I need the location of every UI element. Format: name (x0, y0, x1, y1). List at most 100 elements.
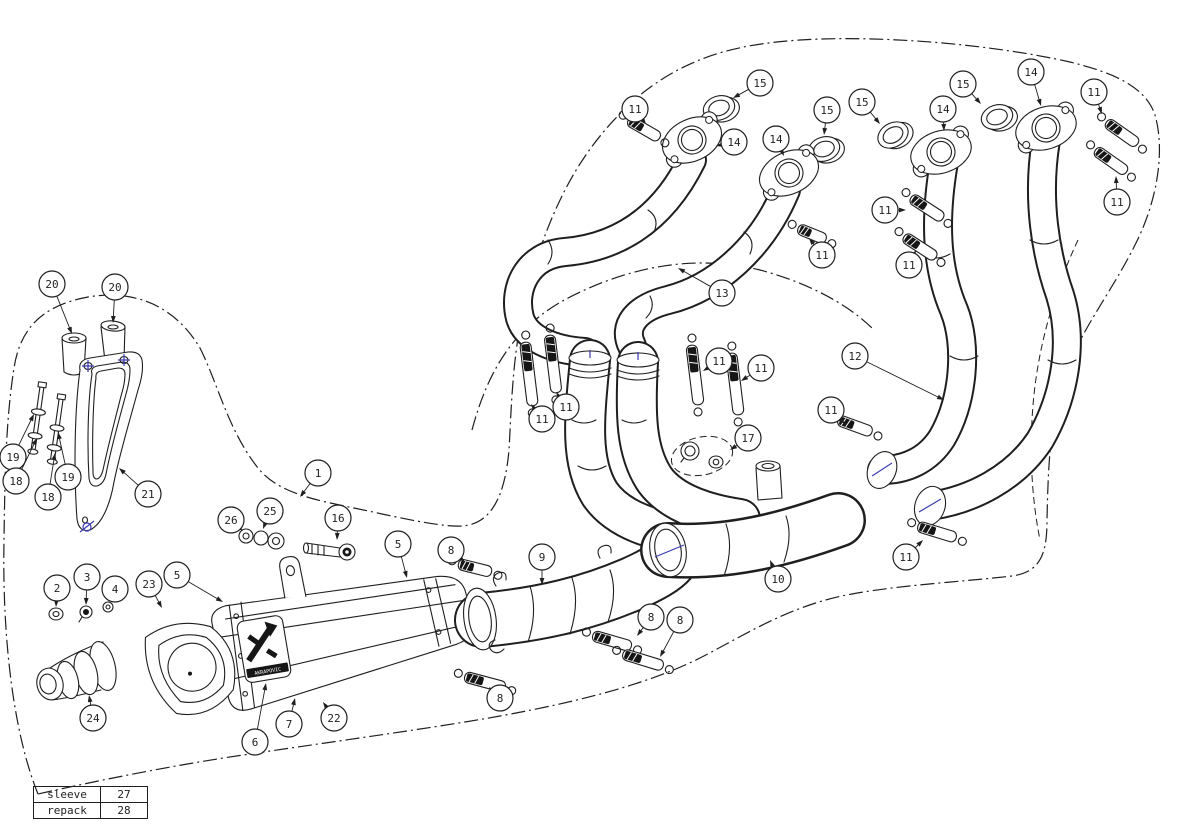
callout-11: 11 (741, 354, 775, 382)
spring (1086, 140, 1136, 182)
callout-25: 25 (256, 497, 284, 529)
callout-number: 18 (41, 491, 54, 504)
spring (787, 219, 837, 249)
callout-number: 10 (771, 573, 784, 586)
callout-5: 5 (163, 561, 223, 602)
callout-15: 15 (848, 88, 880, 124)
mount-bracket (74, 351, 144, 533)
callout-13: 13 (678, 268, 736, 307)
callout-number: 12 (848, 350, 861, 363)
callout-7: 7 (275, 698, 303, 738)
callout-18: 18 (34, 453, 62, 511)
bracket-bolts (27, 381, 67, 465)
callout-number: 8 (448, 544, 455, 557)
o2-sensor-plug (670, 435, 734, 477)
callout-20: 20 (101, 273, 129, 323)
callout-22: 22 (320, 702, 348, 732)
flanges-layer (661, 101, 1077, 201)
callout-number: 25 (263, 505, 276, 518)
spring (907, 518, 967, 546)
callout-11: 11 (1103, 176, 1131, 216)
callout-number: 11 (712, 355, 725, 368)
callout-11: 11 (528, 404, 556, 433)
callout-number: 19 (61, 471, 74, 484)
callout-23: 23 (135, 570, 163, 608)
logo-wordmark: AKRAPOVIC (254, 667, 282, 677)
spring (685, 333, 705, 417)
callout-17: 17 (730, 424, 762, 452)
callout-11: 11 (892, 540, 923, 571)
mid-pipes (564, 339, 761, 557)
callout-number: 20 (108, 281, 121, 294)
parts-table: sleeve 27 repack 28 (33, 786, 148, 819)
centerline-mark (654, 544, 685, 558)
callout-number: 11 (628, 103, 641, 116)
logo-arrow-icon (246, 627, 273, 663)
callout-14: 14 (1017, 58, 1045, 106)
callout-16: 16 (324, 504, 352, 540)
callout-8: 8 (660, 606, 694, 657)
callout-8: 8 (637, 603, 665, 636)
centerline-mark (589, 350, 639, 360)
part-number: 28 (100, 802, 148, 819)
callout-number: 14 (769, 133, 783, 146)
callout-number: 23 (142, 578, 155, 591)
callout-26: 26 (217, 506, 245, 534)
header-pipes-right (866, 125, 1082, 527)
callout-12: 12 (841, 342, 944, 400)
outlet-cone (36, 641, 117, 701)
springs-layer (447, 110, 1147, 696)
callout-number: 14 (936, 103, 950, 116)
spring (1097, 112, 1147, 154)
callout-11: 11 (552, 392, 580, 421)
callout-11: 11 (808, 238, 836, 269)
gasket-ring (877, 121, 914, 150)
callout-1: 1 (300, 459, 332, 497)
callout-5: 5 (384, 530, 412, 578)
callout-number: 7 (286, 718, 293, 731)
callout-number: 4 (112, 583, 119, 596)
callout-number: 19 (6, 451, 19, 464)
muffler-end-cap (144, 622, 236, 716)
inner-dashed-curve (1030, 239, 1079, 541)
callout-6: 6 (241, 683, 269, 756)
spring (901, 188, 953, 228)
callout-number: 11 (754, 362, 767, 375)
callout-11: 11 (703, 347, 733, 375)
callout-number: 5 (395, 538, 402, 551)
callout-number: 14 (1024, 66, 1038, 79)
callout-2: 2 (43, 574, 71, 607)
callout-10: 10 (764, 560, 792, 593)
callout-11: 11 (895, 250, 923, 279)
callout-number: 13 (715, 287, 728, 300)
callout-11: 11 (1080, 78, 1108, 114)
akrapovic-logo-badge: AKRAPOVIC (236, 615, 292, 683)
callout-number: 8 (497, 692, 504, 705)
callout-14: 14 (762, 125, 790, 156)
callout-3: 3 (73, 563, 101, 605)
callout-number: 24 (86, 712, 100, 725)
spring (612, 645, 674, 675)
header-group-boundary (471, 262, 873, 431)
centerline-mark (82, 360, 94, 372)
callout-number: 22 (327, 712, 340, 725)
callout-number: 8 (648, 611, 655, 624)
exhaust-flange (661, 111, 723, 168)
callout-number: 8 (677, 614, 684, 627)
spring-hooks (488, 544, 612, 654)
table-row: repack 28 (33, 802, 148, 819)
callout-number: 11 (1110, 196, 1123, 209)
callout-number: 11 (815, 249, 828, 262)
washers-and-bolt (238, 528, 356, 561)
header-pipes-left (503, 145, 801, 367)
table-row: sleeve 27 (33, 786, 148, 803)
callout-number: 11 (535, 413, 548, 426)
callout-18: 18 (2, 438, 37, 495)
callout-number: 15 (855, 96, 868, 109)
exhaust-flange (758, 144, 820, 201)
part-name: repack (33, 802, 101, 819)
callout-number: 11 (1087, 86, 1100, 99)
callout-21: 21 (119, 468, 162, 508)
